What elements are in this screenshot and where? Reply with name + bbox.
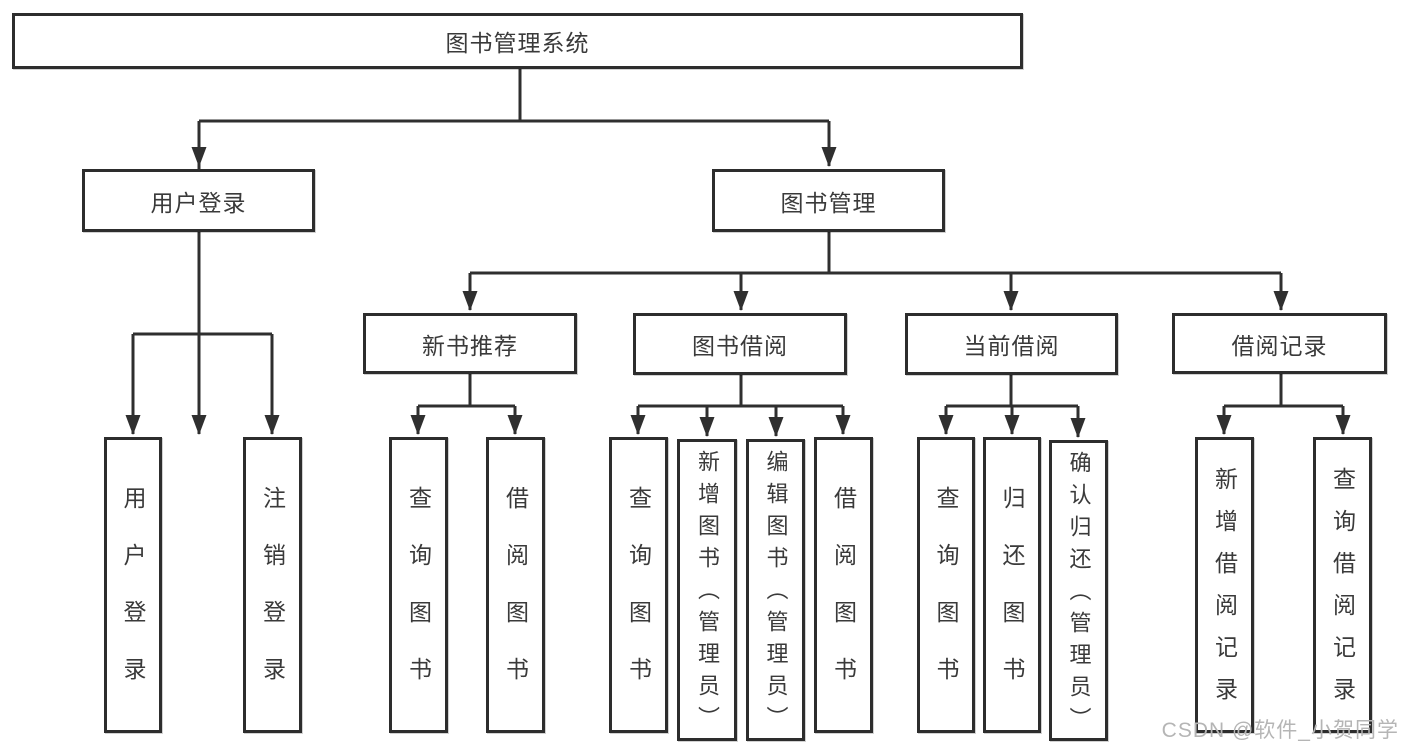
leaf-query-books-1-label: 查询图书 xyxy=(405,486,432,714)
leaf-borrow-books-1: 借阅图书 xyxy=(486,437,545,733)
leaf-query-books-1: 查询图书 xyxy=(389,437,448,733)
leaf-borrow-books-2: 借阅图书 xyxy=(814,437,873,733)
csdn-watermark: CSDN @软件_小贺同学 xyxy=(1161,719,1399,742)
leaf-query-books-3-label: 查询图书 xyxy=(933,486,959,714)
leaf-logout-label: 注销登录 xyxy=(259,486,286,714)
leaf-add-book-admin: 新增图书（管理员） xyxy=(677,439,737,741)
leaf-query-books-3: 查询图书 xyxy=(917,437,975,733)
leaf-borrow-books-2-label: 借阅图书 xyxy=(830,486,857,714)
leaf-edit-book-admin-label: 编辑图书（管理员） xyxy=(763,450,789,738)
leaf-query-borrow-record: 查询借阅记录 xyxy=(1313,437,1372,733)
leaf-add-book-admin-label: 新增图书（管理员） xyxy=(695,450,720,738)
leaf-borrow-books-1-label: 借阅图书 xyxy=(502,486,529,714)
leaf-return-books: 归还图书 xyxy=(983,437,1041,733)
node-root: 图书管理系统 xyxy=(12,13,1023,69)
leaf-query-books-2: 查询图书 xyxy=(609,437,668,733)
node-borrow-records: 借阅记录 xyxy=(1172,313,1387,374)
leaf-confirm-return-admin: 确认归还（管理员） xyxy=(1049,440,1108,741)
node-new-book-recommend: 新书推荐 xyxy=(363,313,577,374)
leaf-add-borrow-record: 新增借阅记录 xyxy=(1195,437,1254,733)
leaf-add-borrow-record-label: 新增借阅记录 xyxy=(1211,467,1238,719)
node-book-management: 图书管理 xyxy=(712,169,945,232)
leaf-return-books-label: 归还图书 xyxy=(999,486,1025,714)
leaf-logout: 注销登录 xyxy=(243,437,302,733)
leaf-query-books-2-label: 查询图书 xyxy=(625,486,652,714)
node-current-borrow: 当前借阅 xyxy=(905,313,1118,375)
leaf-edit-book-admin: 编辑图书（管理员） xyxy=(746,439,805,741)
leaf-query-borrow-record-label: 查询借阅记录 xyxy=(1329,467,1356,719)
leaf-user-login: 用户登录 xyxy=(104,437,162,733)
leaf-user-login-label: 用户登录 xyxy=(120,486,146,714)
node-book-borrow: 图书借阅 xyxy=(633,313,847,375)
leaf-confirm-return-admin-label: 确认归还（管理员） xyxy=(1066,450,1092,739)
node-user-login: 用户登录 xyxy=(82,169,315,232)
